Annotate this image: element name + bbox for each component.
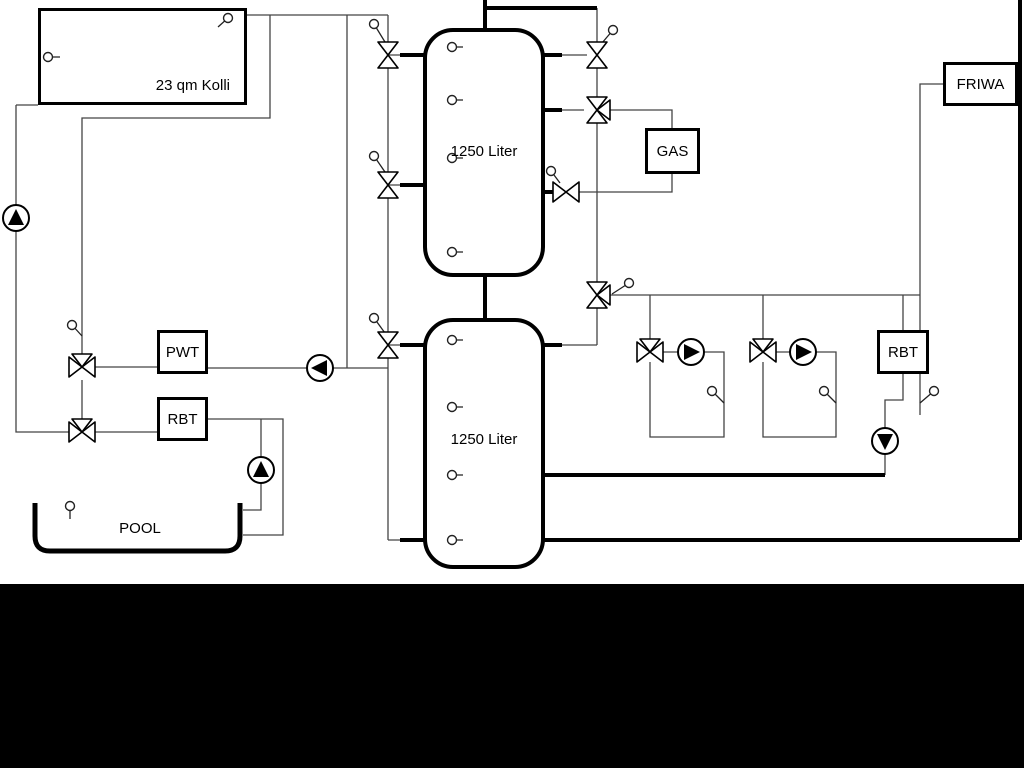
collector-pump [2, 204, 30, 232]
solar-collector-label: 23 qm Kolli [155, 77, 230, 94]
friwa-label: FRIWA [956, 75, 1005, 93]
heating-circuit-2-pump [789, 338, 817, 366]
gas-boiler-box: GAS [645, 128, 700, 174]
distribution-valve [586, 281, 611, 309]
friwa-box: FRIWA [943, 62, 1018, 106]
pool-pump [247, 456, 275, 484]
buffer-tank-1 [423, 28, 545, 277]
sensor-stems [48, 17, 935, 541]
dhw-top-valve [586, 41, 608, 69]
rbt-left-box: RBT [157, 397, 208, 441]
pool-diverter-valve [68, 418, 96, 443]
heating-circuit-1-mixing-valve [636, 338, 664, 363]
buffer-tank-2-label: 1250 Liter [450, 431, 518, 448]
buffer-charge-pump [306, 354, 334, 382]
pipes-thick [400, 0, 1022, 542]
pwt-box: PWT [157, 330, 208, 374]
gas-flow-valve [586, 96, 611, 124]
bottom-black-mask [0, 584, 1024, 768]
buffer-tank-1-label: 1250 Liter [450, 143, 518, 160]
rbt-right-box: RBT [877, 330, 929, 374]
pool-label: POOL [119, 520, 161, 537]
heating-circuit-2-mixing-valve [749, 338, 777, 363]
pwt-diverter-valve [68, 353, 96, 378]
buffer-tank-2 [423, 318, 545, 569]
rbt-pump [871, 427, 899, 455]
pool-basin [32, 503, 243, 554]
pwt-label: PWT [165, 343, 200, 361]
rbt-right-label: RBT [888, 343, 918, 361]
rbt-left-label: RBT [167, 410, 198, 428]
solar-collector-box: 23 qm Kolli [38, 8, 247, 105]
gas-boiler-label: GAS [656, 142, 689, 160]
gas-return-valve [552, 181, 580, 203]
heating-circuit-1-pump [677, 338, 705, 366]
